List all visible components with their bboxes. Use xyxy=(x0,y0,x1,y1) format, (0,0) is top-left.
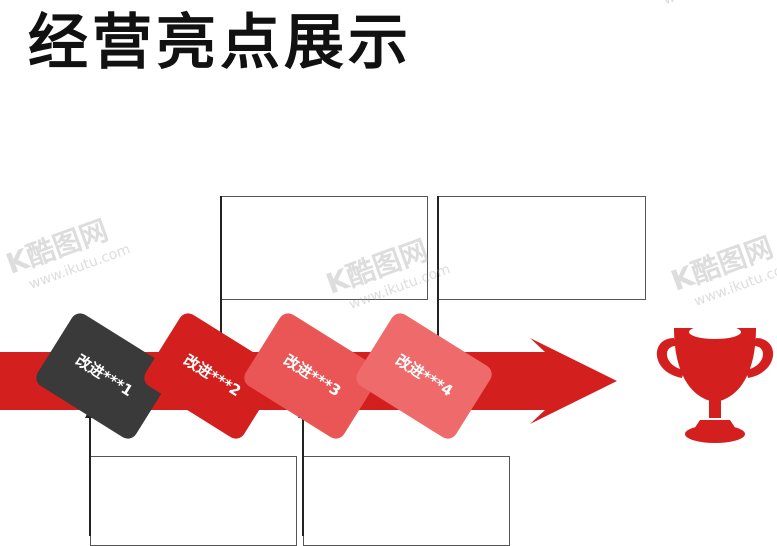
page-title: 经营亮点展示 xyxy=(28,8,412,78)
callout-box-top-2[interactable] xyxy=(438,196,646,300)
step-tile-1[interactable]: 改进***1 xyxy=(33,310,176,443)
callout-box-bottom-2[interactable] xyxy=(303,456,510,546)
callout-box-top-1[interactable] xyxy=(221,196,428,300)
trophy-icon xyxy=(656,325,774,443)
callout-box-bottom-1[interactable] xyxy=(90,456,297,546)
step-tile-2[interactable]: 改进***2 xyxy=(141,310,284,443)
step-tile-4[interactable]: 改进***4 xyxy=(353,310,496,443)
step-tile-3[interactable]: 改进***3 xyxy=(241,310,384,443)
